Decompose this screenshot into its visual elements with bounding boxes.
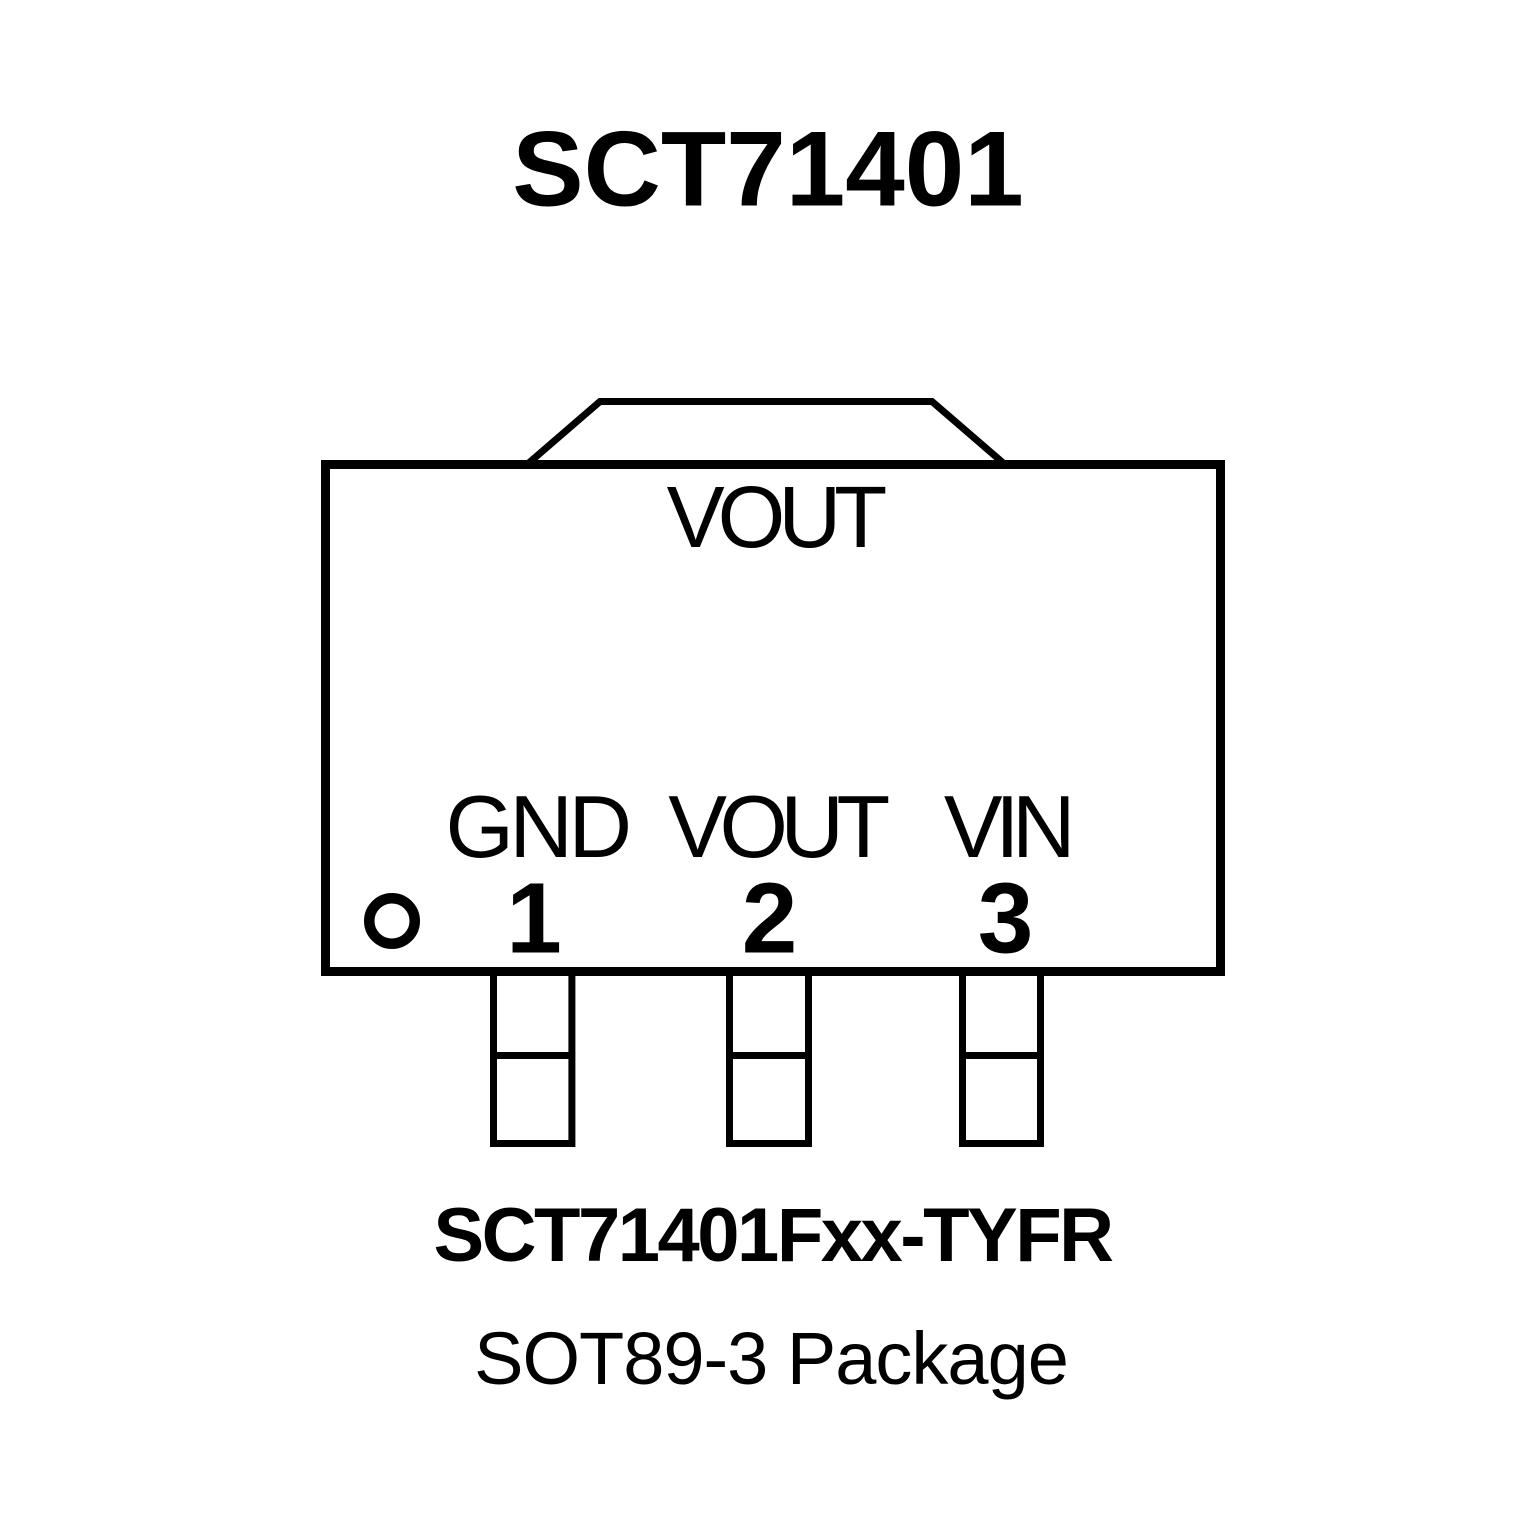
svg-text:VIN: VIN <box>944 777 1069 876</box>
svg-text:VOUT: VOUT <box>668 777 888 876</box>
svg-text:3: 3 <box>978 863 1034 975</box>
svg-text:VOUT: VOUT <box>667 469 887 566</box>
svg-text:SCT71401: SCT71401 <box>512 109 1024 229</box>
svg-text:1: 1 <box>506 863 562 975</box>
svg-text:GND: GND <box>445 777 628 876</box>
svg-text:SCT71401Fxx-TYFR: SCT71401Fxx-TYFR <box>433 1193 1113 1278</box>
svg-text:2: 2 <box>742 863 798 975</box>
svg-text:SOT89-3 Package: SOT89-3 Package <box>474 1317 1068 1400</box>
